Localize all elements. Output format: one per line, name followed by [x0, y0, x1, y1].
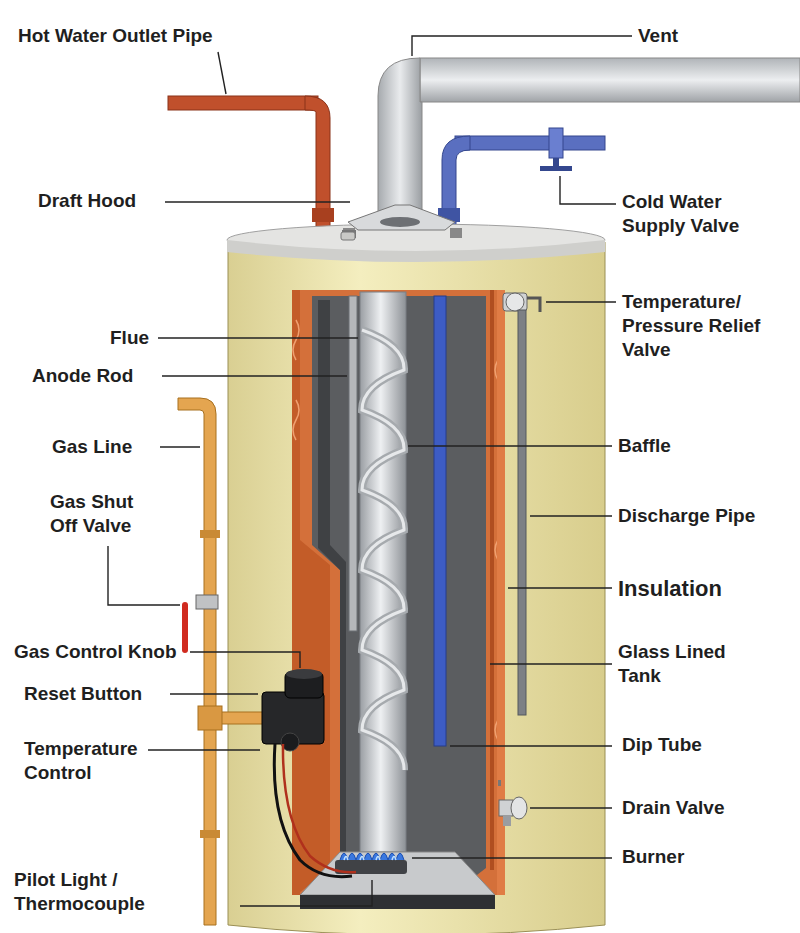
gas-line — [216, 712, 266, 724]
part-label: Discharge Pipe — [618, 504, 788, 528]
relief-valve — [518, 310, 526, 715]
part-label: Cold Water Supply Valve — [622, 190, 772, 238]
part-label: Flue — [110, 326, 170, 350]
leader-lines — [160, 446, 200, 447]
burner — [300, 852, 495, 909]
part-label: Anode Rod — [32, 364, 162, 388]
part-label: Baffle — [618, 434, 718, 458]
leader-lines — [240, 880, 372, 906]
leader-lines — [190, 652, 300, 668]
part-label: Gas Shut Off Valve — [50, 490, 160, 538]
part-label: Dip Tube — [622, 733, 742, 757]
leader-lines — [108, 36, 632, 906]
flue — [360, 292, 406, 852]
gas-control — [262, 669, 356, 877]
cold-water-pipe — [455, 136, 605, 150]
gas-line — [178, 398, 216, 925]
part-label: Glass Lined Tank — [618, 640, 748, 688]
cold-water-pipe — [438, 128, 605, 232]
burner — [340, 853, 404, 860]
leader-lines — [412, 857, 612, 858]
relief-valve — [527, 298, 540, 312]
relief-valve — [503, 293, 540, 715]
gas-line — [178, 398, 266, 925]
cutaway — [490, 290, 494, 870]
hot-water-pipe — [168, 96, 318, 110]
part-label: Burner — [622, 845, 742, 869]
vent-pipe — [378, 58, 800, 220]
part-label: Vent — [638, 24, 758, 48]
cold-water-pipe — [540, 166, 572, 171]
vent-pipe — [378, 58, 422, 220]
anode-rod — [349, 296, 357, 631]
drain-valve — [498, 780, 501, 786]
part-label: Reset Button — [24, 682, 174, 706]
dip-tube — [434, 296, 446, 746]
leader-lines — [508, 587, 612, 588]
drain-valve — [498, 780, 527, 826]
leader-lines — [148, 749, 260, 750]
cold-water-pipe — [549, 128, 563, 158]
part-label: Temperature/ Pressure Relief Valve — [622, 290, 782, 361]
leader-lines — [165, 201, 350, 202]
flue — [362, 330, 404, 770]
part-label: Hot Water Outlet Pipe — [18, 24, 278, 48]
gas-line — [200, 830, 220, 838]
cutaway — [318, 300, 346, 880]
leader-lines — [408, 445, 612, 446]
draft-hood — [450, 228, 462, 238]
part-label: Gas Control Knob — [14, 640, 194, 664]
gas-control — [286, 669, 322, 679]
tank-body — [227, 240, 605, 262]
leader-lines — [450, 745, 612, 746]
vent-pipe — [420, 58, 800, 102]
burner — [344, 857, 396, 861]
leader-lines — [560, 176, 616, 204]
hot-water-pipe — [168, 96, 334, 232]
relief-valve — [503, 293, 527, 311]
leader-lines — [108, 546, 180, 605]
part-label: Insulation — [618, 575, 778, 603]
anode-cap — [341, 232, 355, 240]
drain-valve — [503, 816, 511, 826]
leader-lines — [412, 36, 632, 56]
gas-line — [196, 595, 218, 609]
part-label: Gas Line — [52, 435, 162, 459]
leader-lines — [162, 375, 347, 376]
leader-lines — [490, 663, 612, 664]
relief-valve — [506, 293, 524, 311]
leader-lines — [530, 807, 612, 808]
gas-control — [274, 744, 352, 877]
leader-lines — [170, 693, 258, 694]
hot-water-pipe — [312, 208, 334, 222]
draft-hood — [342, 205, 462, 238]
tank-body — [227, 224, 605, 933]
cutaway — [292, 290, 505, 895]
burner — [300, 895, 495, 909]
gas-line — [182, 605, 188, 650]
gas-line — [200, 530, 220, 538]
leader-lines — [218, 52, 226, 94]
leader-lines — [530, 515, 612, 516]
leader-lines — [546, 301, 616, 302]
gas-control — [283, 744, 356, 872]
part-label: Pilot Light / Thermocouple — [14, 868, 144, 916]
draft-hood — [380, 217, 420, 227]
part-label: Drain Valve — [622, 796, 762, 820]
cutaway — [292, 290, 505, 895]
part-label: Temperature Control — [24, 737, 154, 785]
gas-line — [198, 706, 222, 730]
draft-hood — [348, 205, 455, 230]
drain-valve — [511, 797, 527, 819]
flue — [360, 292, 406, 852]
part-label: Draft Hood — [38, 189, 168, 213]
leader-lines — [158, 337, 358, 338]
flue — [362, 330, 404, 770]
